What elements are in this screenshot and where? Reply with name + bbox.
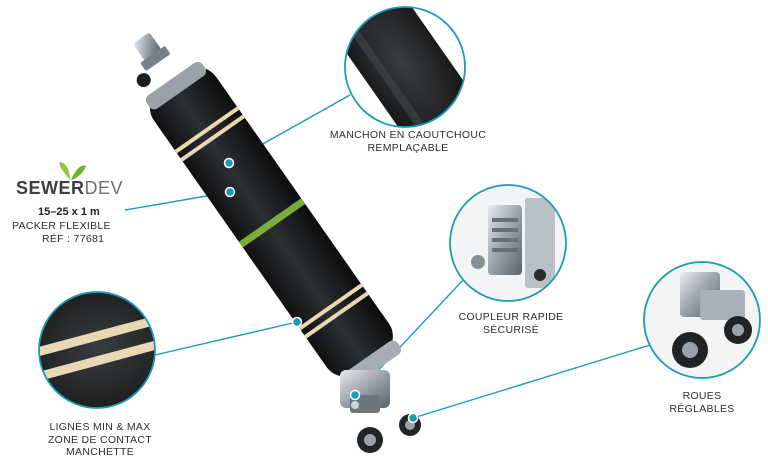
callout-label-lines: LIGNES MIN & MAX ZONE DE CONTACT MANCHET… <box>47 421 153 458</box>
product-reference: RÉF : 77681 <box>42 233 105 245</box>
brand-logo: SEWERDEV <box>16 178 123 199</box>
leaf-icon <box>59 162 86 180</box>
product-name: PACKER FLEXIBLE <box>12 220 111 232</box>
packer-body <box>134 33 421 453</box>
callout-label-coupler: COUPLEUR RAPIDE SÉCURISÉ <box>458 311 564 336</box>
zoom-circle-wheels <box>643 261 761 379</box>
brand-size: 15–25 x 1 m <box>38 206 100 218</box>
callout-label-wheels: ROUES RÉGLABLES <box>669 390 735 415</box>
top-fitting <box>134 33 170 88</box>
callout-label-sleeve: MANCHON EN CAOUTCHOUC REMPLAÇABLE <box>329 129 487 154</box>
brand-logo-main: SEWER <box>16 178 85 198</box>
zoom-circle-lines <box>38 291 156 409</box>
bottom-mechanism <box>340 370 421 453</box>
zoom-circle-coupler <box>449 184 567 302</box>
callout-anchor-dots <box>223 157 419 424</box>
brand-logo-accent: DEV <box>84 178 124 198</box>
